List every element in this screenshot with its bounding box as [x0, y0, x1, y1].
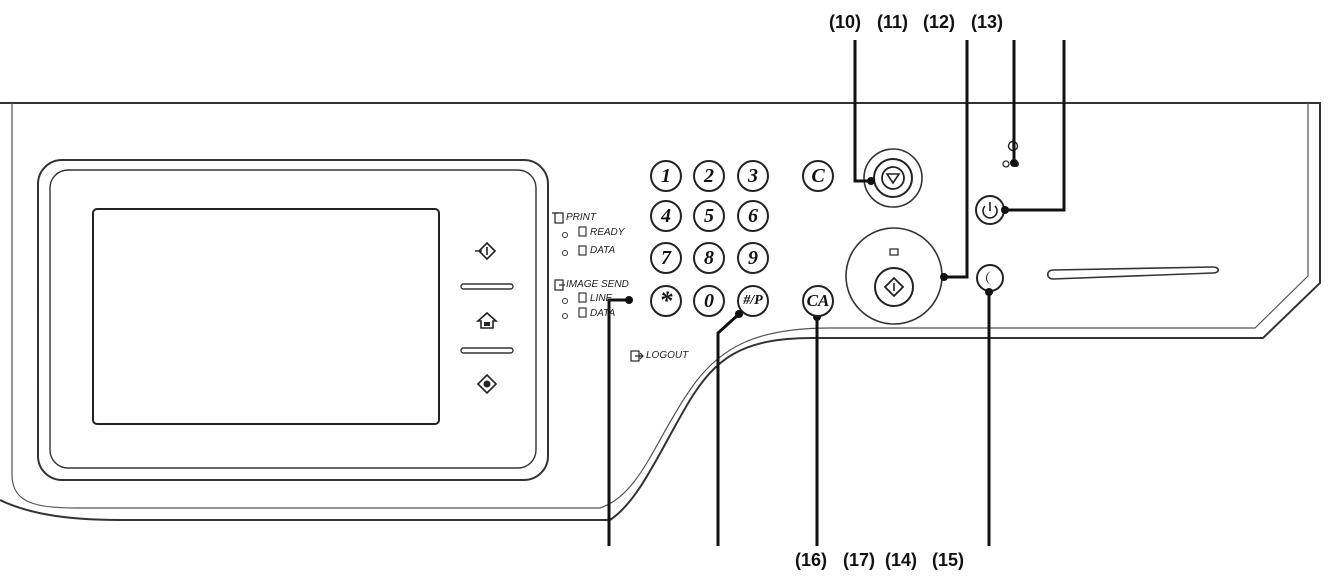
power-button[interactable]	[976, 196, 1004, 224]
data2-label: DATA	[590, 308, 616, 319]
start-button[interactable]	[846, 228, 942, 324]
panel-outline	[0, 102, 1321, 521]
key-0[interactable]: 0	[693, 285, 725, 317]
logout-icon	[630, 350, 644, 362]
clear-button[interactable]: C	[802, 160, 834, 192]
ready-led	[562, 232, 568, 238]
key-7[interactable]: 7	[650, 242, 682, 274]
key-9[interactable]: 9	[737, 242, 769, 274]
screen-bezel	[37, 159, 549, 481]
touch-panel[interactable]	[93, 209, 439, 424]
data-led	[562, 250, 568, 256]
stop-button-graphic	[863, 148, 923, 208]
stop-button[interactable]	[864, 149, 922, 207]
image-send-icon	[554, 279, 565, 291]
callout-14: (14)	[885, 550, 918, 570]
start-button-graphic	[845, 227, 943, 325]
output-slot	[1046, 266, 1220, 280]
callout-13: (13)	[971, 12, 1004, 32]
job-status-button[interactable]	[460, 236, 515, 266]
screen-bezel-inner	[49, 169, 537, 469]
panel-inner-outline	[11, 103, 1309, 509]
data2-icon	[578, 307, 587, 318]
ready-label: READY	[590, 227, 625, 238]
line-label: LINE	[590, 293, 613, 304]
leader-line-13	[1005, 40, 1066, 212]
print-icon	[552, 212, 564, 224]
callout-15: (15)	[932, 550, 965, 570]
data2-led	[562, 313, 568, 319]
leader-line-11	[944, 40, 969, 279]
callout-12: (12)	[923, 12, 956, 32]
print-label: PRINT	[566, 212, 596, 223]
leader-line-17	[716, 312, 741, 546]
touch-screen	[92, 208, 440, 425]
key-3[interactable]: 3	[737, 160, 769, 192]
callout-11: (11)	[877, 12, 909, 32]
key-4[interactable]: 4	[650, 200, 682, 232]
job-status-icon	[475, 241, 497, 261]
key-asterisk[interactable]: *	[650, 285, 682, 317]
logout-label: LOGOUT	[646, 350, 689, 361]
leader-line-10	[853, 40, 871, 183]
callout-10: (10)	[829, 12, 862, 32]
power-save-button[interactable]	[977, 265, 1003, 291]
data-icon	[578, 245, 587, 256]
system-settings-button[interactable]	[460, 369, 515, 399]
home-button[interactable]	[460, 306, 515, 336]
screen-divider-top	[460, 283, 514, 290]
screen-divider-bottom	[460, 347, 514, 354]
callout-17: (17)	[843, 550, 876, 570]
line-led	[562, 298, 568, 304]
home-icon	[475, 311, 499, 329]
clear-all-button[interactable]: CA	[802, 285, 834, 317]
key-1[interactable]: 1	[650, 160, 682, 192]
ready-icon	[578, 226, 587, 237]
key-8[interactable]: 8	[693, 242, 725, 274]
image-send-label: IMAGE SEND	[566, 279, 629, 290]
key-hash-p[interactable]: #/P	[737, 285, 769, 317]
key-5[interactable]: 5	[693, 200, 725, 232]
system-settings-icon	[476, 373, 498, 395]
key-2[interactable]: 2	[693, 160, 725, 192]
callout-16: (16)	[795, 550, 828, 570]
data-label: DATA	[590, 245, 616, 256]
leader-line-16	[607, 298, 629, 546]
line-icon	[578, 292, 587, 303]
key-6[interactable]: 6	[737, 200, 769, 232]
